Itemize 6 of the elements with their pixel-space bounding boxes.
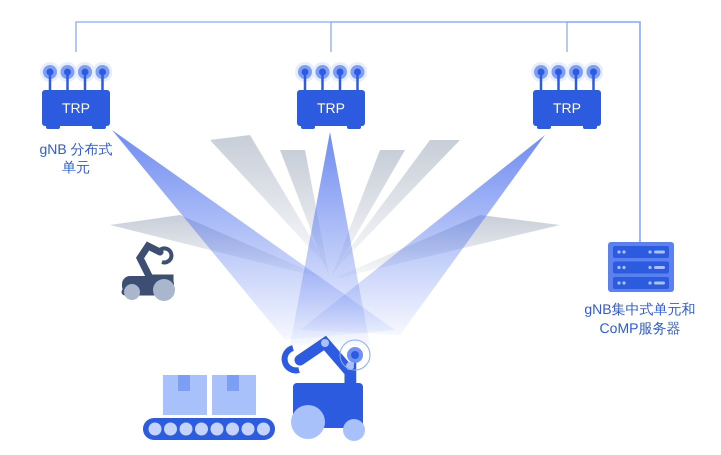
node-caption: gNB 分布式单元	[38, 140, 114, 176]
device-label: TRP	[316, 100, 346, 116]
device-label: TRP	[552, 100, 582, 116]
connector-line	[566, 21, 641, 242]
device-label: TRP	[61, 100, 91, 116]
node-label: gNB集中式单元和CoMP服务器	[583, 300, 697, 338]
